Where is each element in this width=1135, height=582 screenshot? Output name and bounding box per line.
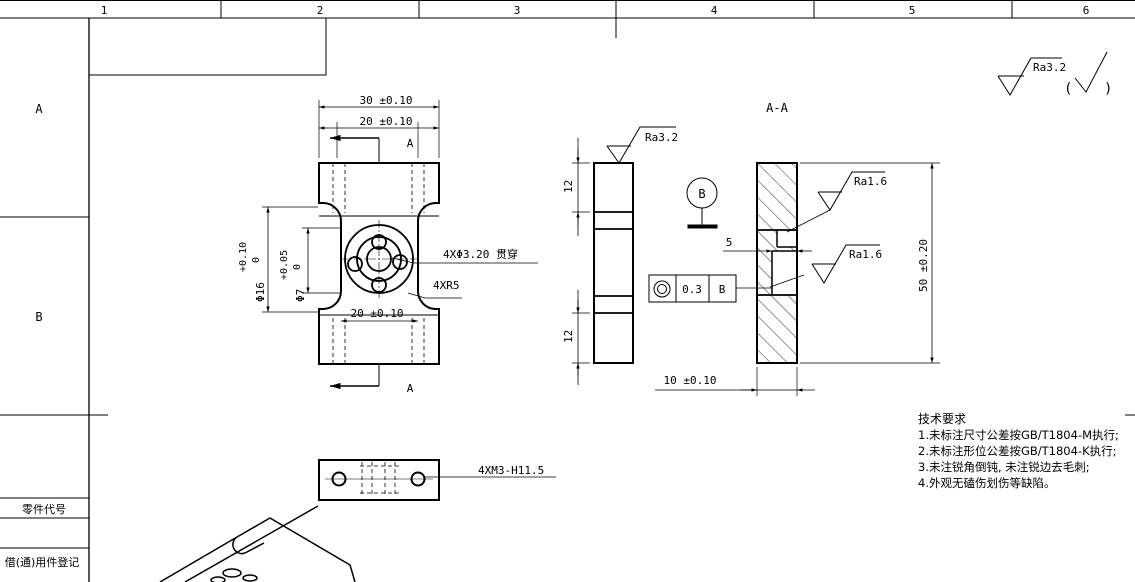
dim-width: 30 ±0.10	[360, 94, 413, 107]
roughness-value: Ra3.2	[1033, 61, 1066, 74]
tech-item: 3.未注锐角倒钝, 未注锐边去毛刺;	[918, 460, 1090, 474]
dim-d16: Φ16	[254, 282, 267, 302]
section-mark-top: A	[407, 137, 414, 150]
borrowed-part-label: 借(通)用件登记	[5, 555, 80, 569]
tech-heading: 技术要求	[918, 412, 966, 426]
dim-12-bottom: 12	[562, 330, 575, 343]
side-view-annotations: Ra3.2 12 12	[562, 131, 678, 343]
front-view	[262, 100, 538, 390]
fcf-datum: B	[719, 283, 726, 296]
paren-close-text: )	[1104, 81, 1112, 97]
column-label: 6	[1083, 4, 1090, 17]
tech-item: 2.未标注形位公差按GB/T1804-K执行;	[918, 444, 1117, 458]
dim-inner-width: 20 ±0.10	[360, 115, 413, 128]
side-roughness: Ra3.2	[645, 131, 678, 144]
dim-height: 50 ±0.20	[917, 239, 930, 292]
column-label: 1	[101, 4, 108, 17]
column-label: 5	[909, 4, 916, 17]
section-view	[655, 162, 940, 396]
radius-note: 4XR5	[433, 279, 460, 292]
bottom-view-annotations: 4XM3-H11.5	[478, 464, 544, 477]
roughness-lower: Ra1.6	[849, 248, 882, 261]
section-mark-bottom: A	[407, 382, 414, 395]
column-label: 4	[711, 4, 718, 17]
general-roughness-symbol: Ra3.2 ( )	[997, 51, 1112, 97]
feature-control-frame: 0.3 B	[648, 274, 772, 303]
part-code-label: 零件代号	[22, 503, 66, 516]
dim-d7: Φ7	[294, 289, 307, 302]
dim-thickness: 10 ±0.10	[664, 374, 717, 387]
isometric-view	[159, 505, 356, 582]
datum-label: B	[698, 187, 705, 201]
dim-5: 5	[726, 236, 733, 249]
front-view-annotations: 30 ±0.10 20 ±0.10 A A 20 ±0.10 Φ16 +0.10…	[238, 94, 518, 395]
tech-item: 1.未标注尺寸公差按GB/T1804-M执行;	[918, 428, 1119, 442]
section-view-annotations: A-A Ra1.6 Ra1.6 5 50 ±0.20 10 ±0.10	[664, 101, 930, 387]
paren-open-text: (	[1064, 81, 1072, 97]
roughness-upper: Ra1.6	[854, 175, 887, 188]
tech-item: 4.外观无磕伤划伤等缺陷。	[918, 476, 1055, 490]
row-label: B	[35, 310, 42, 324]
row-label: A	[35, 102, 43, 116]
dim-d16-tol-upper: +0.10	[238, 242, 249, 272]
column-label: 2	[317, 4, 324, 17]
technical-requirements: 技术要求 1.未标注尺寸公差按GB/T1804-M执行; 2.未标注形位公差按G…	[918, 412, 1119, 490]
bottom-view	[318, 459, 556, 501]
section-title: A-A	[766, 101, 788, 115]
fcf-tolerance: 0.3	[682, 283, 702, 296]
dim-lower-width: 20 ±0.10	[351, 307, 404, 320]
side-view	[572, 126, 676, 385]
frame-column-labels: 1 2 3 4 5 6 A B 零件代号 借(通)用件登记	[5, 4, 1090, 569]
dim-12-top: 12	[562, 180, 575, 193]
dim-d16-tol-lower: 0	[251, 257, 262, 263]
thread-note: 4XM3-H11.5	[478, 464, 544, 477]
holes-note: 4XΦ3.20 贯穿	[443, 247, 518, 261]
dim-d7-tol-lower: 0	[292, 264, 303, 270]
column-label: 3	[514, 4, 521, 17]
dim-d7-tol-upper: +0.05	[279, 250, 290, 280]
datum-b: B	[686, 177, 718, 229]
